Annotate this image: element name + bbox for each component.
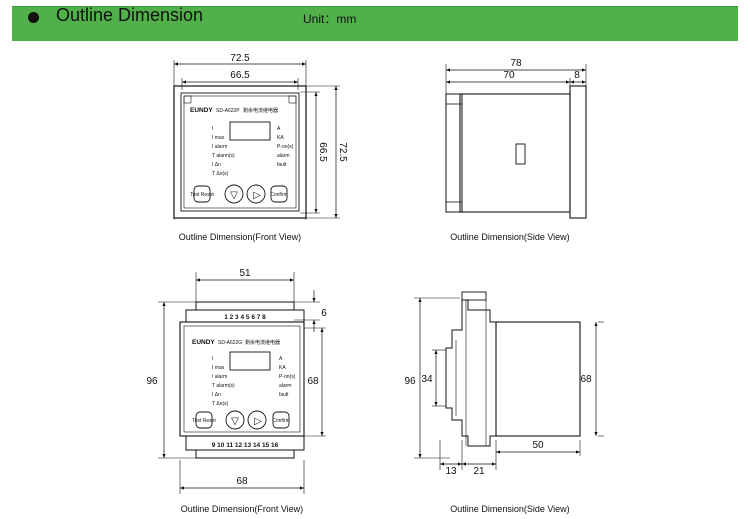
model-label-2: SD-A622G bbox=[218, 340, 242, 346]
label-left-3: T alarm(s) bbox=[212, 153, 235, 159]
label-right-2-0: A bbox=[279, 356, 283, 362]
dim-13: 13 bbox=[445, 466, 457, 477]
dim-72-5-height: 72.5 bbox=[337, 142, 348, 162]
caption-side-view-2: Outline Dimension(Side View) bbox=[450, 504, 569, 514]
section-header bbox=[12, 6, 738, 41]
label-left-4: I Δn bbox=[212, 162, 221, 168]
label-right-2-2: P-on(s) bbox=[279, 374, 296, 380]
label-right-4: fault bbox=[277, 162, 287, 168]
side-view-2-text: 96 34 68 13 21 50 Outline Dimension(Side… bbox=[404, 374, 592, 514]
dim-8: 8 bbox=[574, 70, 580, 81]
label-right-2-4: fault bbox=[279, 392, 289, 398]
label-left-2-0: I bbox=[212, 356, 213, 362]
dim-72-5-width: 72.5 bbox=[230, 53, 250, 64]
label-right-2-1: KA bbox=[279, 365, 286, 371]
dim-68-side: 68 bbox=[580, 374, 592, 385]
brand-logo-2: EUNDY bbox=[192, 339, 215, 346]
label-left-2-4: I Δn bbox=[212, 392, 221, 398]
unit-label: Unit：mm bbox=[303, 12, 357, 26]
front-view-2-text: 51 96 6 68 68 1 2 3 4 5 6 7 8 9 10 11 12… bbox=[146, 268, 327, 514]
section-title: Outline Dimension bbox=[56, 5, 204, 25]
product-name-2: 剩余电流继电器 bbox=[245, 339, 280, 346]
label-right-1: KA bbox=[277, 135, 284, 141]
confirm-button-label: Confirm bbox=[270, 192, 288, 198]
down-arrow-icon: ▽ bbox=[230, 190, 238, 201]
label-right-3: alarm bbox=[277, 153, 290, 159]
confirm-button-label-2: Confirm bbox=[272, 418, 290, 424]
label-right-2-3: alarm bbox=[279, 383, 292, 389]
label-left-1: I max bbox=[212, 135, 225, 141]
front-view-1 bbox=[173, 60, 340, 220]
dim-68-width: 68 bbox=[236, 476, 248, 487]
label-left-2-1: I max bbox=[212, 365, 225, 371]
model-label: SD-A622P bbox=[216, 108, 240, 114]
label-right-2: P-on(s) bbox=[277, 144, 294, 150]
caption-front-view-2: Outline Dimension(Front View) bbox=[181, 504, 303, 514]
bullet-icon bbox=[28, 12, 39, 23]
dim-21: 21 bbox=[473, 466, 485, 477]
label-left-2-5: T Δn(s) bbox=[212, 401, 229, 407]
dim-51: 51 bbox=[239, 268, 251, 279]
label-left-2: I alarm bbox=[212, 144, 227, 150]
side-view-1-text: 78 70 8 Outline Dimension(Side View) bbox=[450, 58, 580, 242]
right-arrow-icon-2: ▷ bbox=[254, 416, 262, 427]
dim-96-side: 96 bbox=[404, 376, 416, 387]
label-left-5: T Δn(s) bbox=[212, 171, 229, 177]
dim-68-height: 68 bbox=[307, 376, 319, 387]
terminals-bottom: 9 10 11 12 13 14 15 16 bbox=[212, 442, 279, 449]
dim-6: 6 bbox=[321, 308, 327, 319]
front-view-2 bbox=[158, 272, 326, 494]
dim-78: 78 bbox=[510, 58, 522, 69]
label-left-2-2: I alarm bbox=[212, 374, 227, 380]
test-reset-button-label: Test Reset bbox=[190, 192, 214, 198]
label-left-0: I bbox=[212, 126, 213, 132]
label-left-2-3: T alarm(s) bbox=[212, 383, 235, 389]
side-view-2 bbox=[414, 291, 604, 470]
dim-70: 70 bbox=[503, 70, 515, 81]
label-right-0: A bbox=[277, 126, 281, 132]
dim-34: 34 bbox=[421, 374, 433, 385]
dim-66-5-height: 66.5 bbox=[317, 142, 328, 162]
side-view-1 bbox=[445, 64, 587, 219]
caption-side-view-1: Outline Dimension(Side View) bbox=[450, 232, 569, 242]
right-arrow-icon: ▷ bbox=[253, 190, 261, 201]
product-name: 剩余电流继电器 bbox=[243, 107, 278, 114]
down-arrow-icon-2: ▽ bbox=[231, 416, 239, 427]
test-reset-button-label-2: Test Reset bbox=[192, 418, 216, 424]
front-view-1-text: 72.5 66.5 66.5 72.5 EUNDY SD-A622P 剩余电流继… bbox=[179, 53, 348, 242]
brand-logo: EUNDY bbox=[190, 107, 213, 114]
dim-66-5-width: 66.5 bbox=[230, 70, 250, 81]
caption-front-view-1: Outline Dimension(Front View) bbox=[179, 232, 301, 242]
dim-50: 50 bbox=[532, 440, 544, 451]
terminals-top: 1 2 3 4 5 6 7 8 bbox=[224, 314, 266, 321]
dim-96: 96 bbox=[146, 376, 158, 387]
